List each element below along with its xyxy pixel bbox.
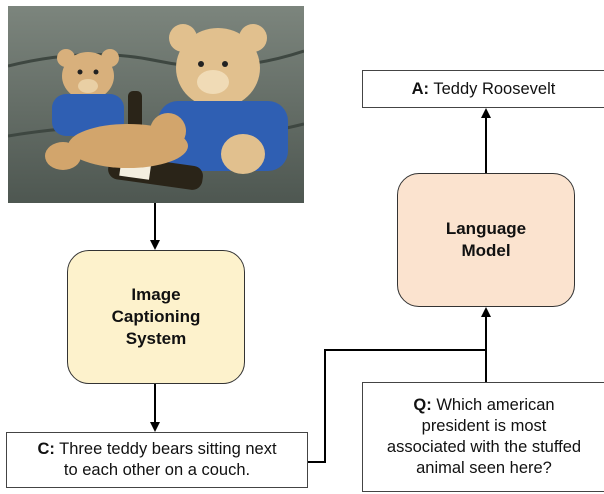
language-model-box: Language Model <box>397 173 575 307</box>
caption-box: C: Three teddy bears sitting next to eac… <box>6 432 308 488</box>
caption-line-1: Three teddy bears sitting next <box>54 440 277 458</box>
arrow-caption-to-lm <box>308 349 486 463</box>
caption-line-2: to each other on a couch. <box>63 461 251 479</box>
question-box: Q: Which american president is most asso… <box>362 382 604 492</box>
question-line-1: Which american <box>431 396 555 414</box>
teddy-bears-photo <box>8 6 304 203</box>
answer-prefix: A: <box>411 79 430 98</box>
image-captioning-system-box: Image Captioning System <box>67 250 245 384</box>
captioner-line-3: System <box>125 329 187 348</box>
answer-box: A: Teddy Roosevelt <box>362 70 604 108</box>
captioner-line-2: Captioning <box>111 307 201 326</box>
question-line-3: associated with the stuffed <box>386 438 582 456</box>
answer-text: Teddy Roosevelt <box>429 79 556 98</box>
question-line-2: president is most <box>421 417 547 435</box>
caption-prefix: C: <box>37 440 55 458</box>
captioner-line-1: Image <box>131 285 181 304</box>
lm-line-2: Model <box>461 241 511 260</box>
question-line-4: animal seen here? <box>416 459 552 477</box>
question-prefix: Q: <box>413 396 432 414</box>
lm-line-1: Language <box>445 219 527 238</box>
